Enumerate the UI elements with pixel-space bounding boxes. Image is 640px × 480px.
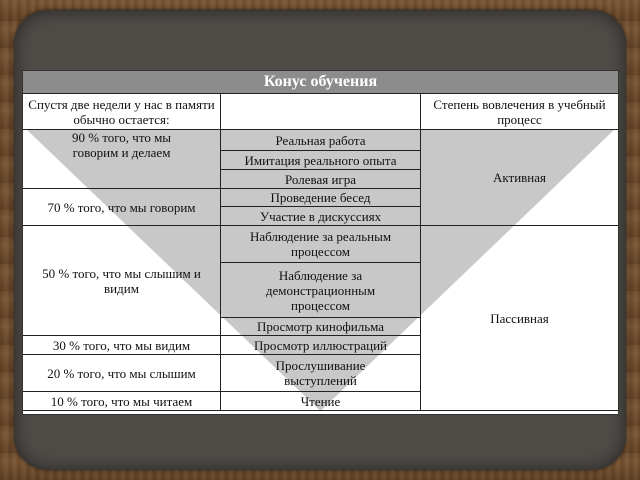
retention-row: 30 % того, что мы видим: [52, 337, 191, 353]
activity-item: Прослушивание выступлений: [275, 358, 366, 388]
involvement-passive: Пассивная: [490, 310, 549, 326]
cone-triangle: [26, 129, 615, 411]
activity-item: Имитация реального опыта: [244, 152, 397, 168]
retention-row: 10 % того, что мы читаем: [50, 393, 193, 409]
header-involvement: Степень вовлечения в учебный процесс: [433, 96, 606, 127]
retention-row: 70 % того, что мы говорим: [47, 199, 196, 215]
learning-cone-table: Конус обучения Спустя две недели у нас в…: [22, 70, 619, 415]
table-title: Конус обучения: [23, 71, 618, 93]
involvement-active: Активная: [492, 170, 546, 185]
activity-item: Участие в дискуссиях: [259, 208, 382, 224]
retention-row: 20 % того, что мы слышим: [47, 365, 196, 381]
header-retention: Спустя две недели у нас в памяти обычно …: [28, 96, 215, 127]
activity-item: Чтение: [300, 393, 341, 409]
retention-row: 90 % того, что мы говорим и делаем: [71, 130, 172, 160]
activity-item: Проведение бесед: [270, 190, 371, 205]
activity-item: Просмотр кинофильма: [256, 319, 385, 334]
activity-item: Ролевая игра: [284, 171, 357, 187]
cone-shape: [26, 129, 615, 411]
activity-item: Просмотр иллюстраций: [253, 337, 388, 353]
activity-item: Реальная работа: [275, 132, 366, 148]
activity-item: Наблюдение за демонстрационным процессом: [265, 267, 376, 313]
activity-item: Наблюдение за реальным процессом: [249, 229, 392, 259]
retention-row: 50 % того, что мы слышим и видим: [42, 265, 201, 296]
